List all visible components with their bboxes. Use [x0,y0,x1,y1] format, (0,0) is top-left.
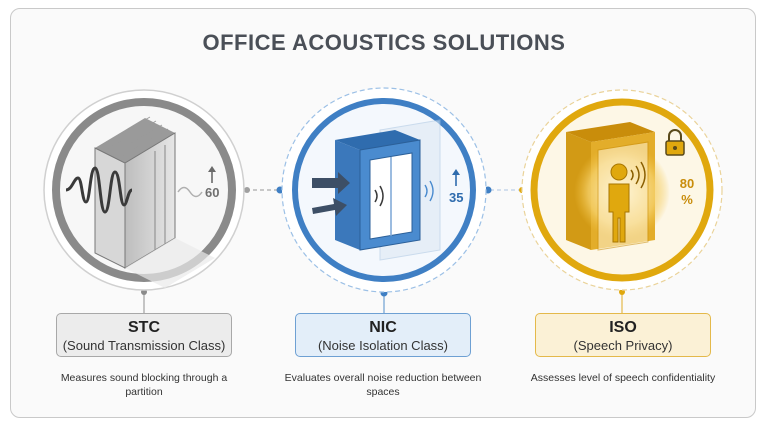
stc-description: Measures sound blocking through a partit… [60,372,228,398]
iso-full-name: (Speech Privacy) [573,338,673,353]
lock-icon [665,129,685,156]
iso-description: Assesses level of speech confidentiality [530,372,716,384]
iso-abbreviation: ISO [609,319,637,336]
nic-abbreviation: NIC [369,319,397,336]
wall-panel-icon [94,116,215,288]
nic-metric-value: 35 [449,190,464,205]
isolation-booth-icon [335,119,441,261]
stc-abbreviation: STC [128,319,160,336]
nic-full-name: (Noise Isolation Class) [317,338,449,353]
sound-wave-icon [65,166,203,214]
nic-label-box: NIC (Noise Isolation Class) [295,313,471,357]
stc-full-name: (Sound Transmission Class) [62,338,226,353]
stc-label-box: STC (Sound Transmission Class) [56,313,232,357]
arrow-up-icon [208,166,216,183]
iso-metric-value: 80 % [679,176,695,207]
stc-metric-value: 60 [205,185,220,200]
arrow-up-icon [452,169,460,186]
page-title: OFFICE ACOUSTICS SOLUTIONS [202,30,566,55]
nic-description: Evaluates overall noise reduction betwee… [284,372,482,398]
iso-label-box: ISO (Speech Privacy) [535,313,711,357]
speaking-person-icon [608,161,646,243]
noise-arrows-icon [312,172,350,216]
